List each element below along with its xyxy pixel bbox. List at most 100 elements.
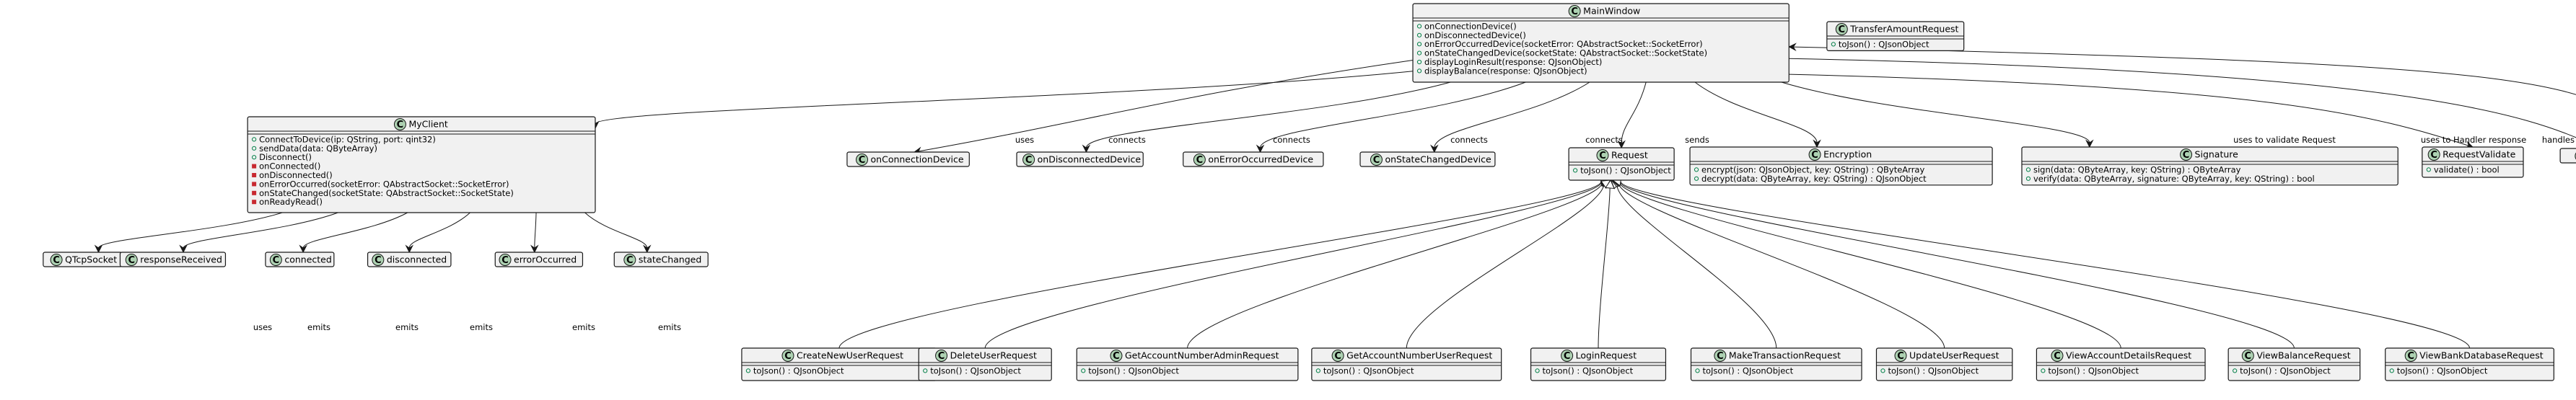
association-line — [1694, 81, 1818, 143]
class-name: GetAccountNumberAdminRequest — [1125, 350, 1279, 361]
class-member: toJson() : QJsonObject — [2240, 365, 2331, 375]
class-member: toJson() : QJsonObject — [1580, 165, 1671, 175]
class-icon — [269, 254, 282, 266]
inheritance-line — [1618, 183, 1945, 349]
class-icon-letter: C — [53, 255, 60, 266]
class-icon — [1022, 154, 1035, 166]
class-icon — [2180, 148, 2193, 161]
class-member: onConnectionDevice() — [1424, 21, 1517, 31]
relation-label: uses — [1015, 135, 1034, 145]
class-member: toJson() : QJsonObject — [753, 365, 844, 375]
association-line — [1781, 81, 2090, 143]
public-marker-icon — [2233, 368, 2238, 373]
relation-my-client-to-error-occurred — [530, 212, 539, 254]
inheritance-line — [1620, 181, 2471, 349]
association-line — [98, 212, 283, 249]
class-icon — [1835, 23, 1848, 35]
association-line — [1621, 81, 1647, 144]
public-marker-icon — [2041, 368, 2046, 373]
class-member: displayBalance(response: QJsonObject) — [1424, 66, 1587, 76]
class-member: onDisconnectedDevice() — [1424, 30, 1526, 40]
private-marker-icon — [252, 200, 257, 205]
class-box — [2227, 347, 2361, 381]
class-name: onDisconnectedDevice — [1038, 154, 1142, 165]
class-icon — [2427, 148, 2440, 161]
class-name: CreateNewUserRequest — [797, 350, 903, 361]
relation-label: connects — [1273, 135, 1310, 145]
class-member: sendData(data: QByteArray) — [259, 143, 377, 154]
class-icon — [623, 254, 636, 266]
class-member: toJson() : QJsonObject — [2048, 365, 2139, 375]
class-icon — [1370, 154, 1383, 166]
class-response-handler: CResponseHandler — [2559, 148, 2576, 164]
class-icon-letter: C — [128, 255, 135, 266]
class-icon-letter: C — [1811, 150, 1818, 161]
private-marker-icon — [252, 173, 257, 177]
class-name: ViewBankDatabaseRequest — [2419, 350, 2544, 361]
class-icon-letter: C — [1196, 155, 1204, 166]
class-member: displayLoginResult(response: QJsonObject… — [1424, 57, 1602, 67]
class-member: sign(data: QByteArray, key: QString) : Q… — [2033, 164, 2241, 174]
class-name: MyClient — [408, 119, 447, 130]
relation-get-account-number-user-request-to-request — [1406, 179, 1611, 349]
class-box — [1076, 347, 1299, 381]
class-icon-letter: C — [1373, 155, 1380, 166]
class-box — [613, 252, 709, 267]
class-icon — [1331, 350, 1344, 362]
class-member: onErrorOccurredDevice(socketError: QAbst… — [1424, 39, 1703, 49]
class-name: Request — [1611, 150, 1648, 161]
inheritance-line — [1619, 182, 2295, 349]
class-box — [119, 252, 227, 267]
private-marker-icon — [252, 190, 257, 195]
relation-main-window-to-on-connection-device — [913, 59, 1414, 155]
association-line — [1085, 81, 1451, 148]
class-icon — [1568, 5, 1581, 17]
class-member: Disconnect() — [259, 152, 312, 162]
public-marker-icon — [1416, 68, 1422, 74]
class-name: connected — [284, 254, 331, 265]
relation-label: connects — [1108, 135, 1146, 145]
class-icon — [1596, 149, 1609, 161]
class-icon-letter: C — [374, 255, 382, 266]
class-name: GetAccountNumberUserRequest — [1346, 350, 1492, 361]
class-name: RequestValidate — [2443, 149, 2515, 160]
public-marker-icon — [1416, 24, 1422, 29]
relation-update-user-request-to-request — [1611, 179, 1945, 349]
relation-main-window-to-on-disconnected-device — [1082, 81, 1451, 154]
class-icon — [935, 350, 948, 362]
relation-main-window-to-encryption — [1694, 81, 1821, 148]
class-box — [2021, 146, 2398, 186]
class-icon-letter: C — [2054, 351, 2061, 362]
public-marker-icon — [252, 137, 257, 142]
public-marker-icon — [745, 368, 751, 373]
class-icon-letter: C — [2407, 351, 2414, 362]
class-icon — [393, 118, 406, 130]
class-member: onReadyRead() — [259, 197, 323, 207]
relation-label: uses to validate Request — [2233, 135, 2336, 145]
inheritance-line — [1619, 182, 2121, 349]
class-name: UpdateUserRequest — [1909, 350, 1999, 361]
class-box — [367, 252, 452, 267]
arrowhead-icon — [94, 244, 103, 254]
inheritance-line — [838, 181, 1602, 349]
relation-delete-user-request-to-request — [984, 177, 1611, 349]
private-marker-icon — [252, 164, 257, 169]
public-marker-icon — [923, 368, 928, 373]
class-member: encrypt(json: QJsonObject, key: QString)… — [1701, 164, 1924, 174]
association-line — [302, 212, 408, 249]
class-icon-letter: C — [1571, 6, 1578, 17]
class-icon-letter: C — [938, 351, 945, 362]
relation-main-window-to-on-state-changed-device — [1430, 81, 1590, 154]
